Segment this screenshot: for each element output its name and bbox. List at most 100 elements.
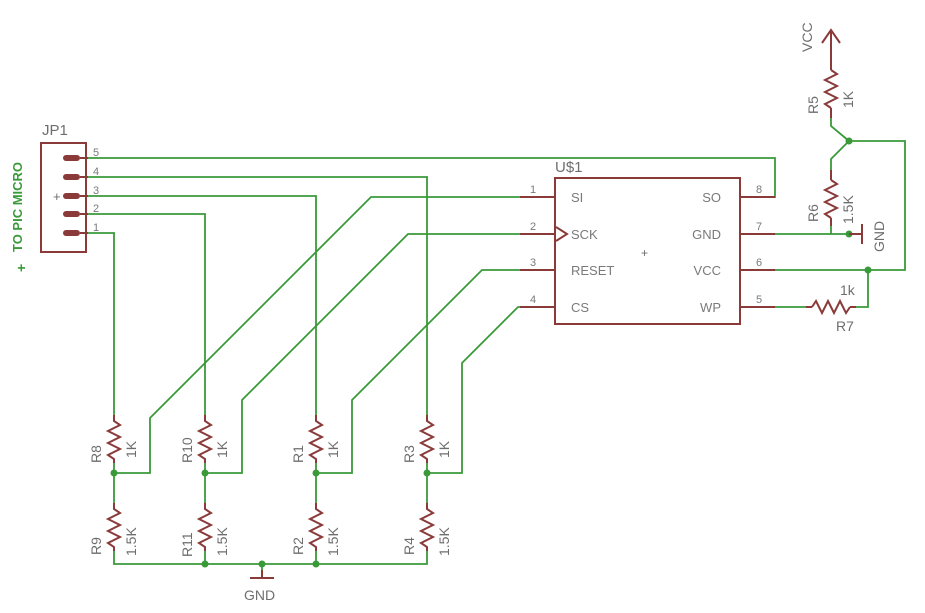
resistor-r8: R8 1K bbox=[88, 415, 139, 463]
wire-reset bbox=[316, 269, 555, 474]
resistor-r9: R9 1.5K bbox=[88, 503, 139, 556]
r2-name: R2 bbox=[290, 537, 306, 555]
wire-sck bbox=[205, 233, 555, 474]
chip-pin-num-2: 2 bbox=[530, 221, 536, 233]
r3-zigzag-icon bbox=[418, 415, 436, 463]
chip-name: U$1 bbox=[555, 159, 583, 176]
r8-value: 1K bbox=[123, 440, 139, 458]
chip-pin-num-1: 1 bbox=[530, 184, 536, 196]
r5-value: 1K bbox=[840, 90, 856, 108]
gnd-right-label: GND bbox=[871, 221, 887, 252]
wire-jp1-pin1 bbox=[88, 232, 115, 415]
connector-plus-mark: + bbox=[53, 189, 61, 204]
r7-zigzag-icon bbox=[811, 298, 851, 316]
connector-label-plus: + bbox=[13, 264, 29, 272]
r10-zigzag-icon bbox=[196, 415, 214, 463]
wire-r5-junction bbox=[830, 118, 850, 142]
r7-name: R7 bbox=[836, 318, 854, 334]
r11-name: R11 bbox=[179, 532, 195, 557]
r9-zigzag-icon bbox=[105, 503, 123, 551]
r8-name: R8 bbox=[88, 445, 104, 463]
chip-sig-cs: CS bbox=[571, 300, 589, 315]
r4-zigzag-icon bbox=[418, 503, 436, 551]
connector-pin-label-5: 5 bbox=[93, 147, 99, 159]
chip-sig-vcc: VCC bbox=[694, 263, 721, 278]
wire-si bbox=[114, 196, 555, 474]
chip-pin-num-7: 7 bbox=[756, 221, 762, 233]
resistor-r4: R4 1.5K bbox=[401, 503, 452, 556]
vcc-label: VCC bbox=[799, 22, 815, 52]
junction-r3 bbox=[423, 469, 431, 477]
wire-chip-vcc bbox=[740, 140, 906, 271]
power-symbols: VCC GND GND bbox=[244, 22, 887, 603]
r5-zigzag-icon bbox=[822, 69, 840, 109]
wire-gnd-bus bbox=[113, 550, 428, 565]
r2-value: 1.5K bbox=[325, 527, 341, 556]
r11-zigzag-icon bbox=[196, 503, 214, 551]
r6-zigzag-icon bbox=[822, 179, 840, 219]
r4-value: 1.5K bbox=[436, 527, 452, 556]
connector-pin-label-4: 4 bbox=[93, 166, 99, 178]
r1-name: R1 bbox=[290, 445, 306, 463]
r3-value: 1K bbox=[436, 440, 452, 458]
connector-jp1: + JP1 5 4 3 2 1 TO PIC MICRO + bbox=[10, 122, 99, 272]
r10-name: R10 bbox=[179, 437, 195, 463]
chip-u1: U$1 + 1 2 3 4 SI SCK RESET CS 8 7 6 5 SO… bbox=[520, 159, 775, 325]
junctions bbox=[110, 137, 872, 568]
resistor-r5: R5 1K bbox=[805, 58, 856, 118]
r9-name: R9 bbox=[88, 537, 104, 555]
chip-pin-num-5: 5 bbox=[756, 294, 762, 306]
connector-pin-label-2: 2 bbox=[93, 203, 99, 215]
chip-sig-gnd: GND bbox=[692, 227, 721, 242]
r8-zigzag-icon bbox=[105, 415, 123, 463]
resistor-r2: R2 1.5K bbox=[290, 503, 341, 556]
r11-value: 1.5K bbox=[214, 527, 230, 556]
chip-sig-so: SO bbox=[702, 190, 721, 205]
chip-sig-si: SI bbox=[571, 190, 583, 205]
connector-pin-2 bbox=[63, 211, 80, 217]
wire-jp1-pin4 bbox=[88, 176, 428, 415]
resistor-r11: R11 1.5K bbox=[179, 503, 230, 557]
junction-vcc-r7 bbox=[864, 266, 872, 274]
resistor-r3: R3 1K bbox=[401, 415, 452, 463]
chip-pin-num-4: 4 bbox=[530, 294, 536, 306]
connector-label: TO PIC MICRO bbox=[10, 162, 25, 252]
junction-gnd-mid bbox=[258, 560, 266, 568]
chip-body bbox=[554, 177, 741, 325]
r9-value: 1.5K bbox=[123, 527, 139, 556]
r2-zigzag-icon bbox=[307, 503, 325, 551]
connector-pin-label-1: 1 bbox=[93, 222, 99, 234]
r6-name: R6 bbox=[805, 204, 821, 222]
chip-sig-wp: WP bbox=[700, 300, 721, 315]
chip-sig-reset: RESET bbox=[571, 263, 614, 278]
connector-body bbox=[40, 142, 87, 253]
junction-gnd-r11 bbox=[201, 560, 209, 568]
chip-pin-num-8: 8 bbox=[756, 184, 762, 196]
connector-pin-4 bbox=[63, 174, 80, 180]
clock-marker-icon bbox=[555, 226, 569, 242]
r7-value: 1k bbox=[840, 282, 856, 298]
junction-r1 bbox=[312, 469, 320, 477]
connector-pin-3 bbox=[63, 193, 80, 199]
wire-junction-r6 bbox=[830, 140, 850, 170]
chip-pin-num-3: 3 bbox=[530, 257, 536, 269]
wires bbox=[88, 118, 906, 576]
r4-name: R4 bbox=[401, 537, 417, 555]
junction-r10 bbox=[201, 469, 209, 477]
r1-value: 1K bbox=[325, 440, 341, 458]
resistor-r7: 1k R7 bbox=[806, 282, 856, 334]
connector-pin-1 bbox=[63, 230, 80, 236]
r6-value: 1.5K bbox=[840, 195, 856, 224]
resistor-r10: R10 1K bbox=[179, 415, 230, 463]
chip-center-mark: + bbox=[641, 246, 648, 260]
connector-pin-label-3: 3 bbox=[93, 185, 99, 197]
connector-pin-5 bbox=[63, 155, 80, 161]
wire-jp1-pin3 bbox=[88, 195, 317, 415]
r1-zigzag-icon bbox=[307, 415, 325, 463]
resistor-r6: R6 1.5K bbox=[805, 170, 856, 226]
gnd-bottom-label: GND bbox=[244, 587, 275, 603]
wire-r7-vcc bbox=[856, 270, 869, 308]
r5-name: R5 bbox=[805, 96, 821, 114]
junction-gnd-r2 bbox=[312, 560, 320, 568]
